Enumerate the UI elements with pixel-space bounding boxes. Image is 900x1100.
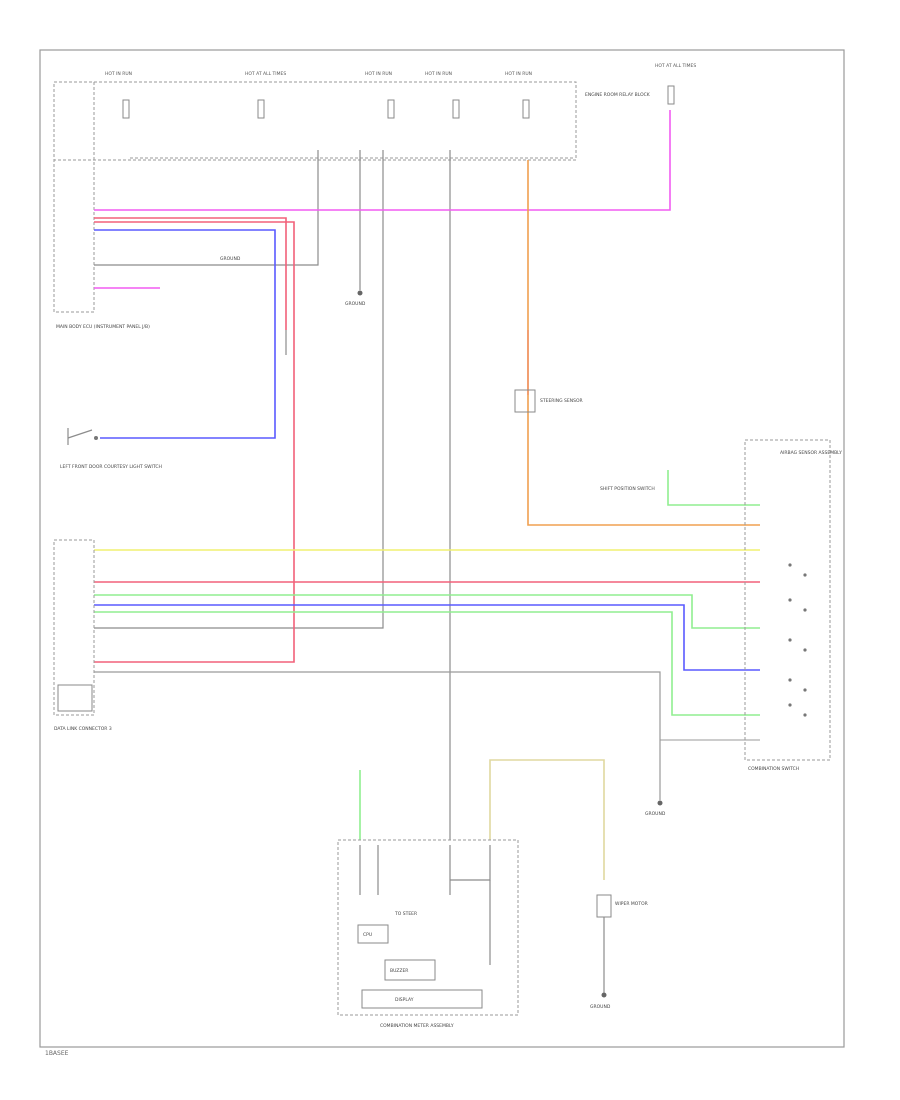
- airbag-sensor-label: AIRBAG SENSOR ASSEMBLY: [780, 450, 842, 456]
- fuse-symbols: [122, 85, 675, 119]
- dlc3-box: [57, 684, 93, 712]
- meter-cpu-label: CPU: [363, 932, 372, 938]
- diagram-frame: [39, 49, 845, 1048]
- shift-lever-label: SHIFT POSITION SWITCH: [600, 486, 655, 492]
- fuse-label-1: HOT IN RUN: [105, 71, 132, 77]
- orange-wire: [527, 160, 760, 526]
- tan-wire: [489, 759, 605, 880]
- wiper-motor-label: WIPER MOTOR: [615, 901, 648, 907]
- steering-sensor-box: [514, 389, 536, 413]
- door-switch-label: LEFT FRONT DOOR COURTESY LIGHT SWITCH: [60, 464, 162, 470]
- fuse-label-5: HOT IN RUN: [505, 71, 532, 77]
- fuse-label-3: HOT IN RUN: [365, 71, 392, 77]
- black-wires-top: [94, 150, 451, 840]
- combination-switch-label: COMBINATION SWITCH: [748, 766, 799, 772]
- door-switch-symbol: [67, 428, 98, 445]
- meter-display-label: DISPLAY: [395, 997, 414, 1003]
- ground-label-4: GROUND: [220, 256, 241, 262]
- red-wires: [94, 217, 760, 663]
- meter-cpu-box: [357, 924, 389, 944]
- meter-note-label: TO STEER: [394, 911, 417, 917]
- combination-meter-label: COMBINATION METER ASSEMBLY: [380, 1023, 454, 1029]
- main-body-ecu-outline: [53, 81, 95, 313]
- relay-box-outline: [53, 81, 577, 161]
- fuse-label-2: HOT AT ALL TIMES: [245, 71, 286, 77]
- diagram-code: 1BASEE: [45, 1050, 69, 1057]
- dlc3-outline: [53, 539, 95, 716]
- meter-display-box: [361, 989, 483, 1009]
- green-wires: [94, 470, 760, 840]
- dlc3-label: DATA LINK CONNECTOR 3: [54, 726, 112, 732]
- ground-label-3: GROUND: [590, 1004, 611, 1010]
- gray-wire-right: [94, 671, 661, 800]
- combination-meter-outline: [337, 839, 519, 1016]
- meter-buzzer-box: [384, 959, 436, 981]
- combination-switch-outline: [744, 439, 831, 761]
- main-body-ecu-label: MAIN BODY ECU (INSTRUMENT PANEL J/B): [56, 324, 150, 330]
- ground-symbols: [357, 290, 663, 998]
- ground-label-2: GROUND: [645, 811, 666, 817]
- fuse-label-6: HOT AT ALL TIMES: [655, 63, 696, 69]
- pink-wires: [94, 110, 671, 395]
- wiper-motor-box: [596, 894, 612, 918]
- blue-wires: [94, 229, 760, 671]
- fuse-label-4: HOT IN RUN: [425, 71, 452, 77]
- relay-box-label: ENGINE ROOM RELAY BLOCK: [585, 92, 651, 98]
- ground-label-1: GROUND: [345, 301, 366, 307]
- meter-internal-wires: [359, 845, 491, 965]
- steering-sensor-label: STEERING SENSOR: [540, 398, 583, 404]
- switch-contacts: [788, 563, 807, 717]
- meter-buzzer-label: BUZZER: [390, 968, 408, 974]
